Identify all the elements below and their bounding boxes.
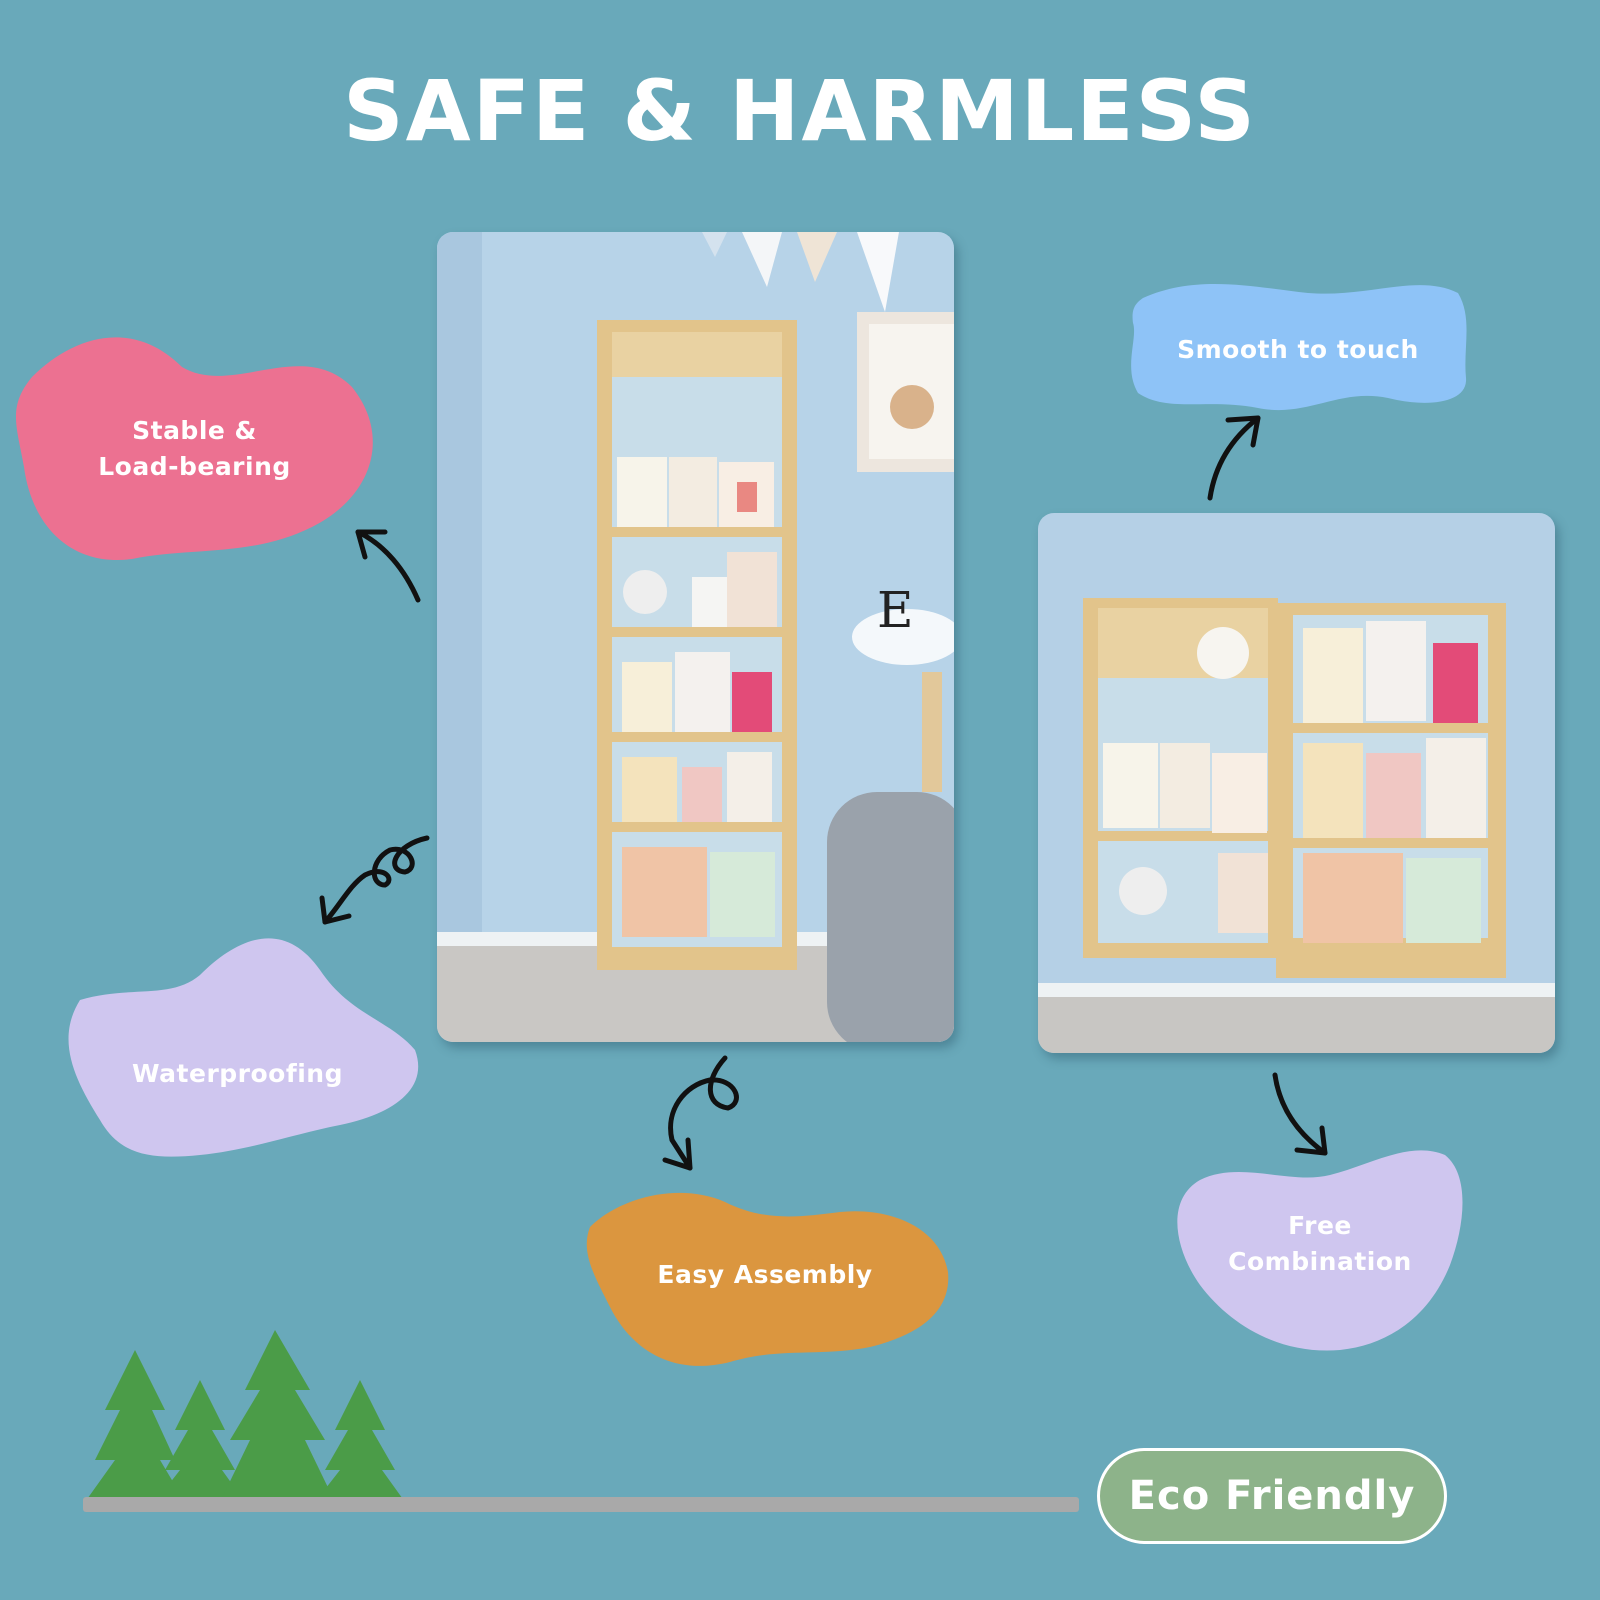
pink-blob-shape bbox=[15, 337, 373, 561]
feature-label-line2: Load-bearing bbox=[98, 452, 291, 481]
arrow-icon bbox=[319, 895, 352, 925]
feature-label: Smooth to touch bbox=[1177, 335, 1419, 364]
arrow-icon bbox=[662, 1137, 693, 1171]
tree-icon bbox=[85, 1350, 185, 1502]
arrow-icon bbox=[668, 1055, 739, 1171]
tree-icon bbox=[315, 1380, 405, 1502]
orange-blob-shape bbox=[586, 1192, 949, 1366]
arrow-icon bbox=[322, 835, 430, 925]
feature-label-line2: Combination bbox=[1228, 1247, 1412, 1276]
wide-bookshelf-illustration bbox=[1038, 513, 1555, 1053]
page-title: SAFE & HARMLESS bbox=[343, 62, 1257, 160]
feature-label: Waterproofing bbox=[131, 1059, 343, 1088]
blue-blob-shape bbox=[1131, 283, 1467, 411]
decor-letter: E bbox=[877, 581, 914, 639]
feature-label: Easy Assembly bbox=[657, 1260, 873, 1289]
arrow-icon bbox=[1207, 415, 1261, 501]
arrow-icon bbox=[1294, 1125, 1328, 1156]
feature-waterproofing: Waterproofing bbox=[50, 930, 425, 1165]
tree-icon bbox=[155, 1380, 245, 1502]
tree-icon bbox=[220, 1330, 335, 1502]
ground-line bbox=[83, 1497, 1079, 1512]
arrow-icon bbox=[1272, 1072, 1328, 1156]
badge-label: Eco Friendly bbox=[1128, 1473, 1416, 1519]
arrow-icon bbox=[355, 529, 421, 603]
arrow-icon bbox=[355, 529, 388, 560]
feature-free-combination: Free Combination bbox=[1170, 1145, 1470, 1355]
feature-label-line1: Stable & bbox=[132, 416, 257, 445]
eco-friendly-badge: Eco Friendly bbox=[1097, 1448, 1447, 1544]
lavender-blob-shape bbox=[1177, 1150, 1463, 1351]
arrow-icon bbox=[1225, 415, 1261, 448]
feature-smooth-to-touch: Smooth to touch bbox=[1128, 278, 1468, 423]
tall-bookshelf-illustration: E bbox=[437, 232, 954, 1042]
photo-wide-bookshelf bbox=[1038, 513, 1555, 1053]
trees-illustration bbox=[85, 1330, 405, 1502]
photo-tall-bookshelf: E bbox=[437, 232, 954, 1042]
feature-stable-load-bearing: Stable & Load-bearing bbox=[12, 327, 377, 562]
feature-easy-assembly: Easy Assembly bbox=[580, 1187, 950, 1377]
feature-label-line1: Free bbox=[1288, 1211, 1352, 1240]
lavender-blob-shape bbox=[68, 938, 419, 1157]
